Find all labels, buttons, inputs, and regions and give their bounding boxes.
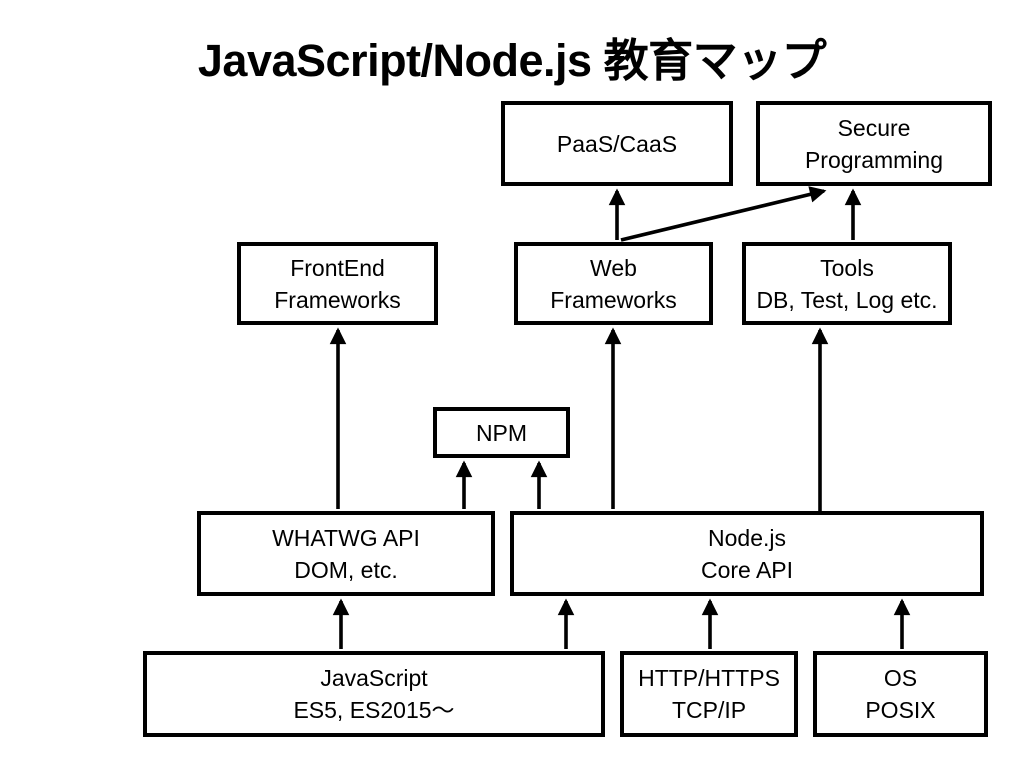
node-javascript: JavaScript ES5, ES2015〜 (143, 651, 605, 737)
node-sublabel: POSIX (865, 697, 936, 723)
node-sublabel: Core API (700, 556, 794, 583)
node-whatwg-api: WHATWG API DOM, etc. (197, 511, 495, 596)
node-sublabel: TCP/IP (671, 697, 747, 723)
node-web-frameworks: Web Frameworks (514, 242, 713, 325)
node-sublabel: Frameworks (274, 286, 401, 313)
node-paas-caas: PaaS/CaaS (501, 101, 733, 186)
node-sublabel: Frameworks (550, 286, 677, 313)
node-sublabel: Programming (804, 146, 944, 173)
node-label: HTTP/HTTPS (638, 665, 780, 691)
node-os-posix: OS POSIX (813, 651, 988, 737)
node-npm: NPM (433, 407, 570, 458)
node-label: FrontEnd (290, 254, 385, 281)
page-title: JavaScript/Node.js 教育マップ (197, 35, 827, 86)
node-label: JavaScript (320, 665, 428, 691)
node-nodejs-core-api: Node.js Core API (510, 511, 984, 596)
node-http-tcpip: HTTP/HTTPS TCP/IP (620, 651, 798, 737)
node-sublabel: ES5, ES2015〜 (293, 697, 455, 723)
node-label: WHATWG API (272, 524, 420, 551)
node-frontend-frameworks: FrontEnd Frameworks (237, 242, 438, 325)
node-tools: Tools DB, Test, Log etc. (742, 242, 952, 325)
node-label: Tools (820, 254, 874, 281)
node-label: PaaS/CaaS (556, 130, 678, 157)
node-label: NPM (475, 419, 528, 446)
node-label: Secure (837, 114, 911, 141)
arrow-web-to-secure-diagonal (620, 186, 827, 242)
node-label: Web (590, 254, 637, 281)
node-label: OS (883, 665, 918, 691)
node-sublabel: DOM, etc. (294, 556, 398, 583)
node-secure-programming: Secure Programming (756, 101, 992, 186)
node-sublabel: DB, Test, Log etc. (756, 286, 938, 313)
node-label: Node.js (708, 524, 786, 551)
